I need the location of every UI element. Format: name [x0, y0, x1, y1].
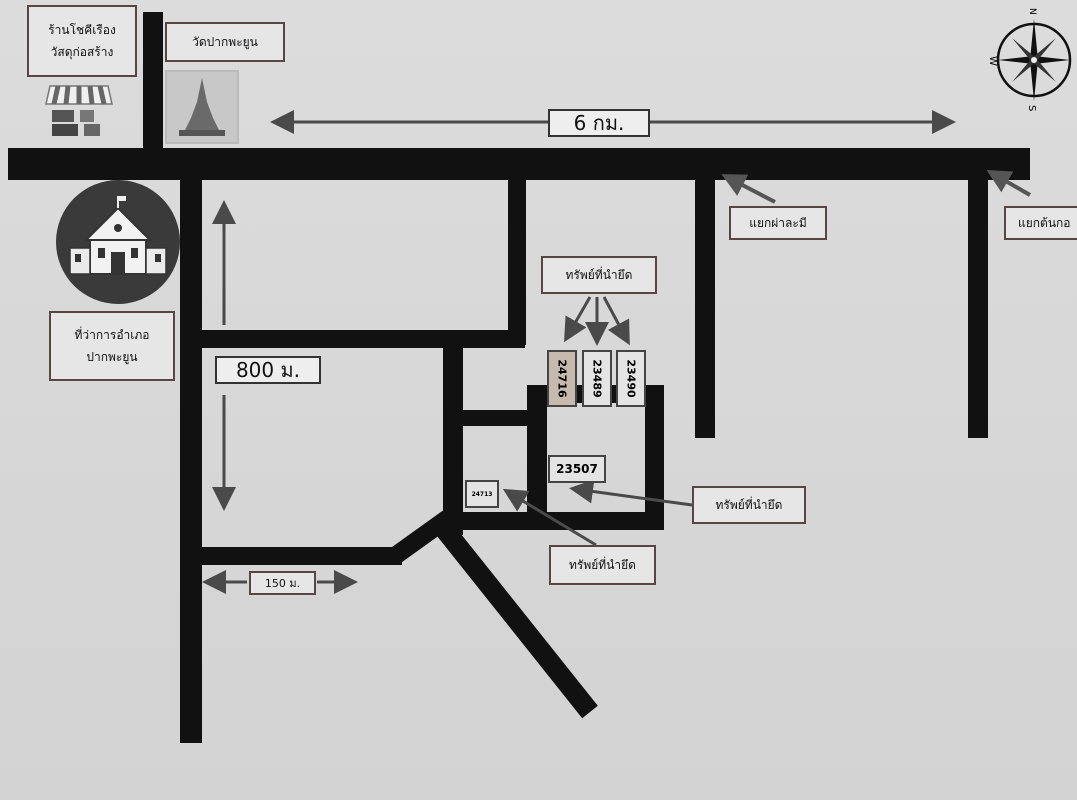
parcel-23507-number: 23507 [556, 462, 598, 476]
parcel-23490: 23490 [616, 350, 646, 407]
parcel-24713: 24713 [465, 480, 499, 508]
temple-label: วัดปากพะยูน [165, 22, 285, 62]
junction-1-label: แยกผ่าละมี [729, 206, 827, 240]
parcel-24713-number: 24713 [471, 490, 493, 498]
center-vertical-road [508, 175, 526, 345]
shop-label-line2: วัสดุก่อสร้าง [50, 45, 114, 59]
district-office-icon [56, 180, 180, 304]
distance-150m-label: 150 ม. [249, 571, 316, 595]
parcel-24716-number: 24716 [555, 359, 569, 398]
arrow-parcel-4 [569, 479, 693, 507]
arrow-parcel-3 [602, 296, 630, 346]
parcel-23489-number: 23489 [590, 359, 604, 398]
district-office-label: ที่ว่าการอำเภอ ปากพะยูน [49, 311, 175, 381]
compass-icon: N S W [990, 8, 1072, 111]
compass-south: S [1026, 105, 1037, 111]
block-left-side [527, 385, 547, 530]
distance-6km-label: 6 กม. [548, 109, 650, 137]
shop-icon [45, 85, 113, 136]
main-road [8, 148, 1030, 180]
arrow-junction-2 [986, 170, 1031, 197]
parcel-23507: 23507 [548, 455, 606, 483]
shop-road [143, 12, 163, 152]
lower-cross-road [180, 547, 402, 565]
block-right-side [645, 385, 664, 530]
seized-property-right-label: ทรัพย์ที่นำยึด [692, 486, 806, 524]
temple-icon [165, 70, 239, 144]
district-office-label-line2: ปากพะยูน [86, 350, 138, 364]
seized-property-top-label: ทรัพย์ที่นำยึด [541, 256, 657, 294]
inner-vertical-road [443, 335, 463, 535]
compass-north: N [1027, 8, 1037, 15]
left-vertical-road [180, 175, 202, 743]
compass-west: W [990, 56, 998, 66]
parcel-23489: 23489 [582, 350, 612, 407]
junction-road-2 [968, 175, 988, 438]
arrow-parcel-5 [502, 488, 597, 547]
block-bottom-side [455, 512, 664, 530]
arrow-junction-1 [721, 174, 776, 204]
arrow-parcel-1 [564, 296, 592, 343]
upper-cross-road [180, 330, 525, 348]
diagonal-road [437, 523, 598, 719]
connector-road [389, 510, 454, 564]
shop-label-line1: ร้านโชคีเรือง [48, 23, 116, 37]
parcel-24716: 24716 [547, 350, 577, 407]
junction-2-label: แยกต้นกอ [1004, 206, 1077, 240]
distance-800m-label: 800 ม. [215, 356, 321, 384]
block-middle-road [455, 410, 535, 426]
shop-label: ร้านโชคีเรือง วัสดุก่อสร้าง [27, 5, 137, 77]
parcel-23490-number: 23490 [624, 359, 638, 398]
district-office-label-line1: ที่ว่าการอำเภอ [74, 328, 150, 342]
junction-road-1 [695, 175, 715, 438]
seized-property-bottom-label: ทรัพย์ที่นำยึด [549, 545, 656, 585]
